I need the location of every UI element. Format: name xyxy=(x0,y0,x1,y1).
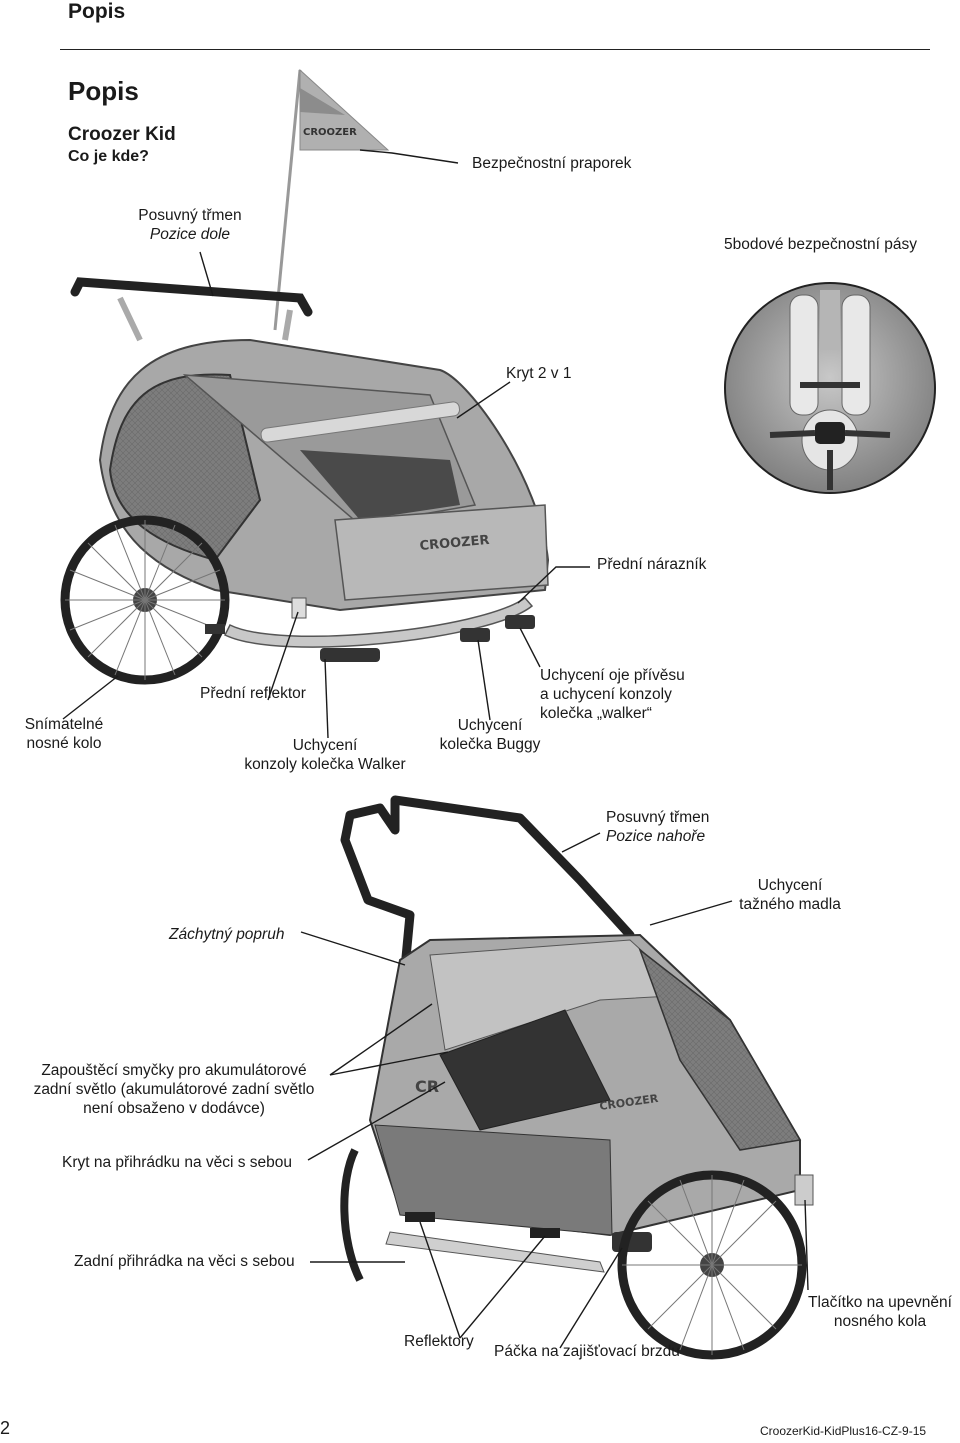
wheel-release-button xyxy=(794,1174,814,1206)
push-bar-low xyxy=(70,277,313,317)
label-push-bar-high-name: Posuvný třmen xyxy=(606,809,710,826)
label-storage-cover: Kryt na přihrádku na věci s sebou xyxy=(62,1154,293,1171)
label-safety-strap: Záchytný popruh xyxy=(169,926,285,943)
label-tow-mount: Uchycení tažného madla xyxy=(720,876,860,914)
label-buggy-line-1: Uchycení xyxy=(457,717,523,734)
label-walker-mount: Uchycení konzoly kolečka Walker xyxy=(225,736,425,774)
label-front-reflector: Přední reflektor xyxy=(200,685,306,702)
section-header: Popis xyxy=(68,0,126,23)
label-light-loops: Zapouštěcí smyčky pro akumulátorové zadn… xyxy=(10,1061,338,1118)
label-push-bar-low: Posuvný třmen Pozice dole xyxy=(120,206,260,244)
label-push-bar-high-position: Pozice nahoře xyxy=(606,828,706,845)
label-removable-wheel: Snímatelné nosné kolo xyxy=(14,715,114,753)
label-loops-line-2: zadní světlo (akumulátorové zadní světlo xyxy=(33,1081,315,1098)
flag-brand: CROOZER xyxy=(303,127,357,138)
label-hitch-line-1: Uchycení oje přívěsu xyxy=(540,667,685,684)
label-safety-flag: Bezpečnostní praporek xyxy=(472,155,632,172)
label-push-bar-low-position: Pozice dole xyxy=(149,226,231,243)
label-wheel-line-1: Snímatelné xyxy=(24,716,104,733)
label-loops-line-3: není obsaženo v dodávce) xyxy=(83,1100,265,1117)
label-push-bar-high: Posuvný třmen Pozice nahoře xyxy=(606,808,709,846)
label-release-button: Tlačítko na upevnění nosného kola xyxy=(800,1293,960,1331)
document-code: CroozerKid-KidPlus16-CZ-9-15 xyxy=(760,1424,927,1438)
label-cover: Kryt 2 v 1 xyxy=(506,365,572,382)
front-trailer-photo: CROOZER CROOZER xyxy=(60,68,550,685)
brake-lever xyxy=(612,1232,652,1252)
rear-bumper xyxy=(385,1231,605,1273)
label-buggy-line-2: kolečka Buggy xyxy=(439,736,541,753)
label-rear-storage: Zadní přihrádka na věci s sebou xyxy=(74,1253,295,1270)
header-rule xyxy=(60,49,930,50)
label-hitch-line-3: kolečka „walker“ xyxy=(540,705,652,722)
label-front-bumper: Přední nárazník xyxy=(597,556,707,573)
cover-roll xyxy=(260,401,461,443)
label-reflectors: Reflektory xyxy=(404,1333,474,1350)
label-wheel-line-2: nosné kolo xyxy=(26,735,102,752)
label-tow-line-2: tažného madla xyxy=(739,896,841,913)
label-brake-lever: Páčka na zajišťovací brzdu xyxy=(494,1343,680,1360)
reflector-right xyxy=(530,1228,560,1238)
page-title: Popis xyxy=(68,76,139,106)
page-question: Co je kde? xyxy=(68,148,149,165)
rear-trailer-photo: CR CROOZER xyxy=(340,795,814,1360)
label-push-bar-low-name: Posuvný třmen xyxy=(138,207,242,224)
reflector-left xyxy=(405,1212,435,1222)
rear-wheel-left xyxy=(340,1148,364,1282)
side-window xyxy=(108,373,262,562)
label-walker-line-2: konzoly kolečka Walker xyxy=(244,756,406,773)
label-harness: 5bodové bezpečnostní pásy xyxy=(724,236,918,253)
label-hitch-mount: Uchycení oje přívěsu a uchycení konzoly … xyxy=(540,666,685,723)
page-number: 2 xyxy=(0,1418,11,1438)
leader-lines xyxy=(62,149,809,1349)
label-loops-line-1: Zapouštěcí smyčky pro akumulátorové xyxy=(41,1062,307,1079)
harness-detail-photo xyxy=(724,282,936,494)
rear-badge: CR xyxy=(415,1077,439,1096)
label-buggy-mount: Uchycení kolečka Buggy xyxy=(425,716,555,754)
push-bar-high xyxy=(340,795,635,973)
front-brand: CROOZER xyxy=(419,533,490,554)
product-name: Croozer Kid xyxy=(68,124,176,145)
flag-pole xyxy=(273,69,302,331)
label-walker-line-1: Uchycení xyxy=(292,737,358,754)
walker-mount xyxy=(320,648,380,662)
label-release-line-1: Tlačítko na upevnění xyxy=(808,1294,952,1311)
front-bumper xyxy=(223,596,534,648)
label-release-line-2: nosného kola xyxy=(833,1313,927,1330)
label-hitch-line-2: a uchycení konzoly xyxy=(540,686,672,703)
label-tow-line-1: Uchycení xyxy=(757,877,823,894)
hitch-mount xyxy=(505,615,535,629)
